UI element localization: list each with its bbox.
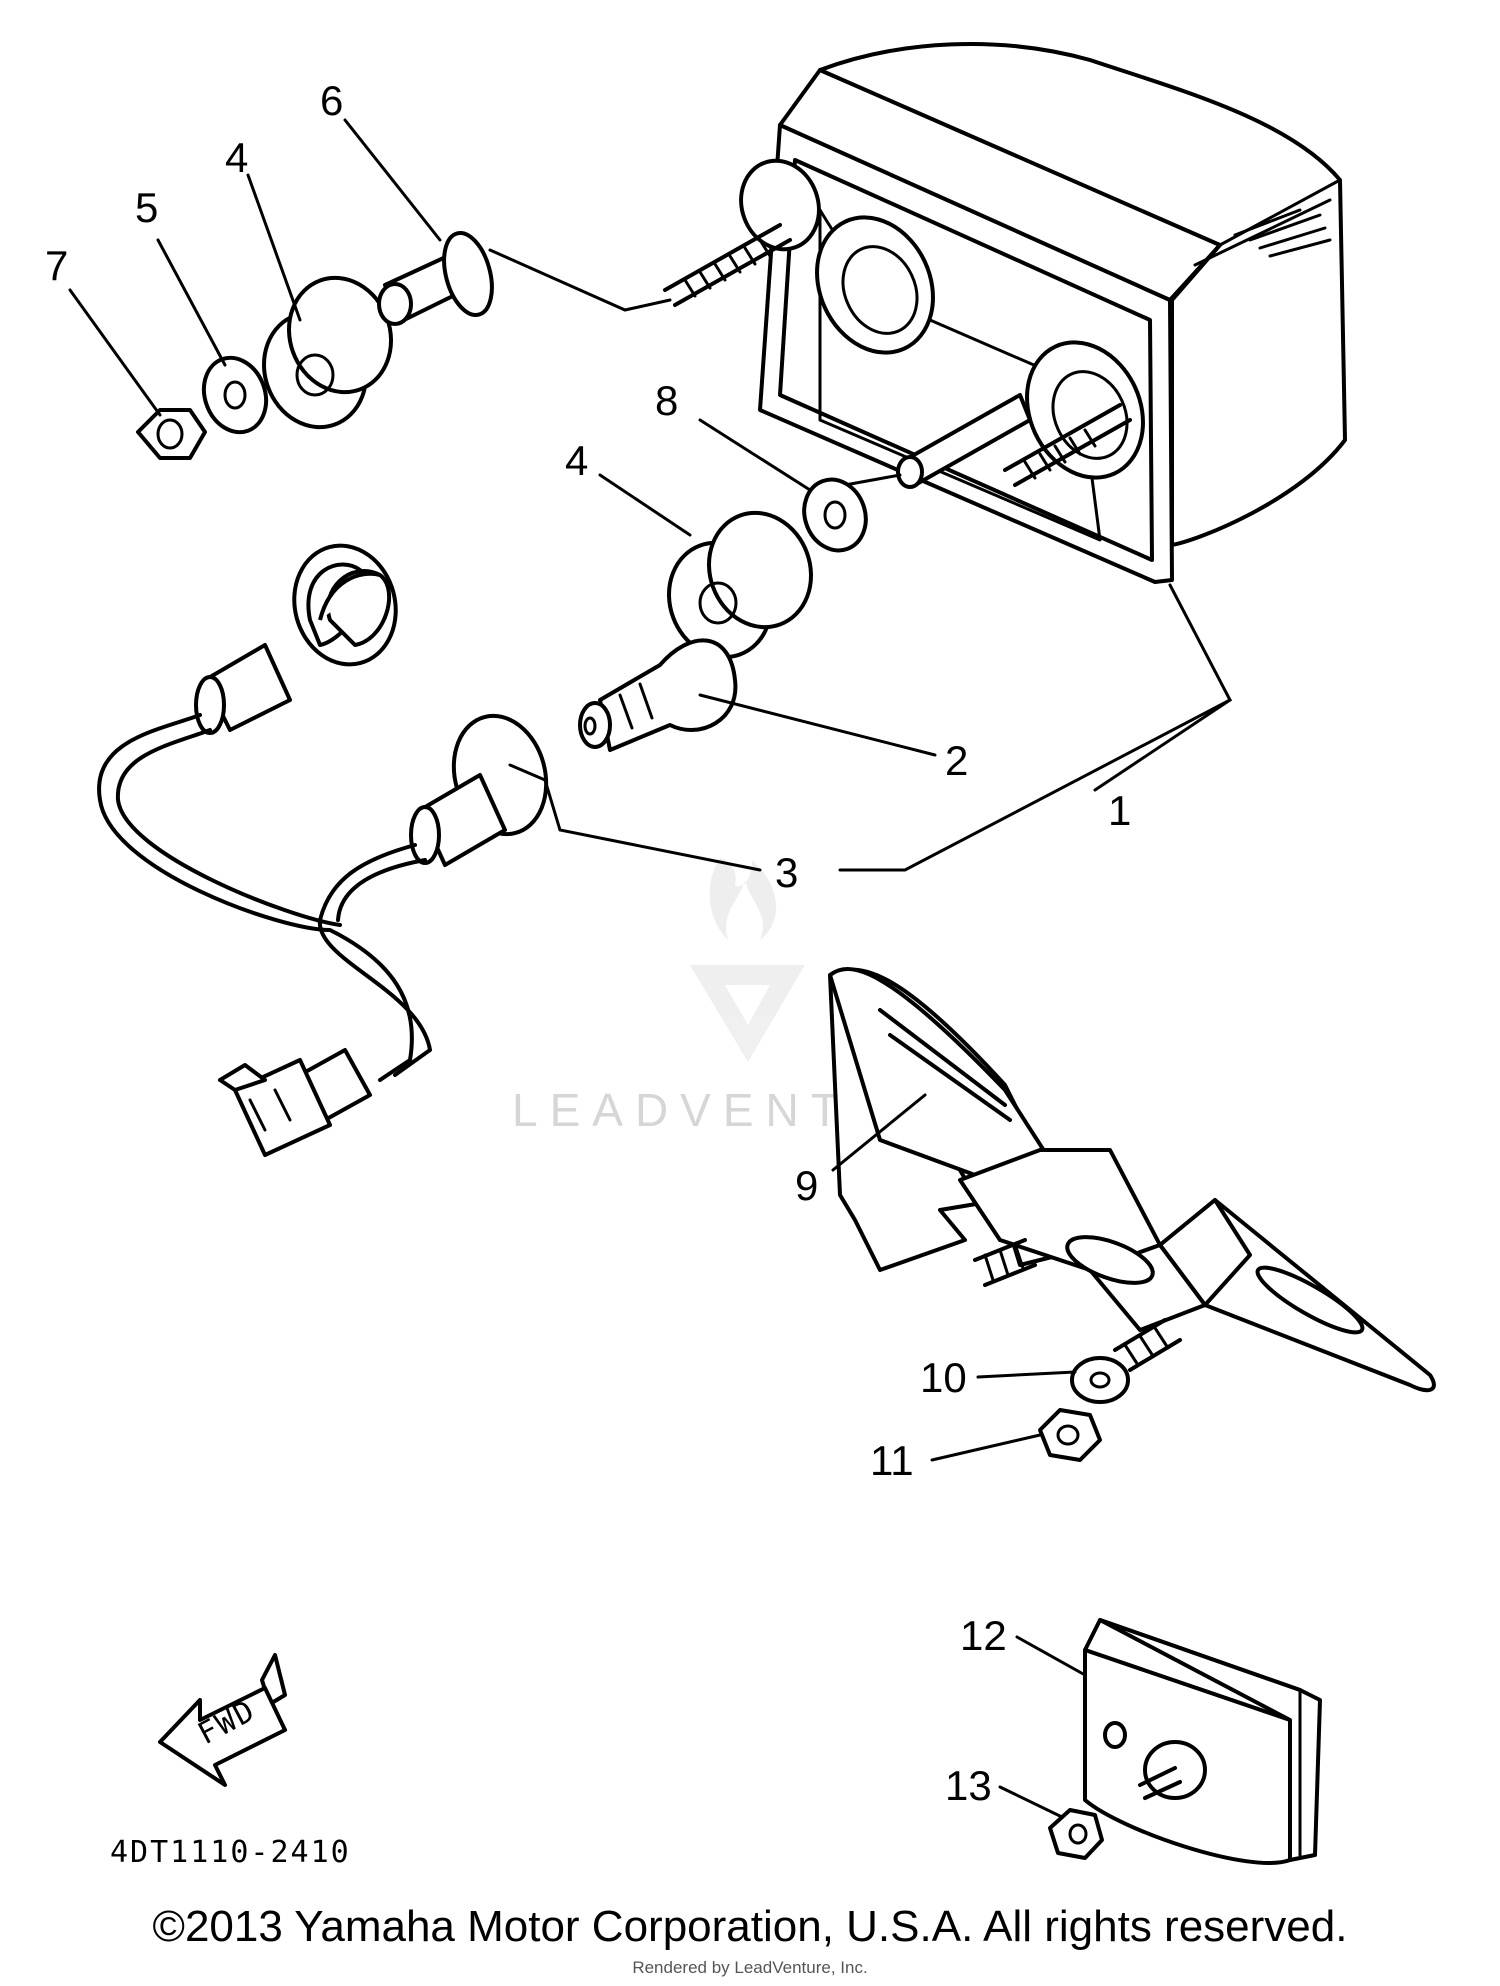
- part-9-bracket: [828, 967, 1436, 1393]
- part-6-collar: [343, 118, 494, 326]
- callout-11: 11: [870, 1437, 914, 1484]
- part-code: 4DT1110-2410: [110, 1835, 351, 1870]
- rendered-by-note: Rendered by LeadVenture, Inc.: [632, 1958, 868, 1977]
- callout-4-upper: 4: [225, 134, 248, 181]
- part-3-socket-harness: [97, 543, 762, 1157]
- part-2-bulb: [578, 638, 937, 757]
- taillight-housing: [663, 42, 1347, 584]
- part-8-washer: [698, 418, 868, 553]
- part-11-nut: [930, 1408, 1102, 1462]
- part-7-nut: [68, 288, 207, 460]
- callout-10: 10: [920, 1354, 967, 1401]
- callout-4-lower: 4: [565, 437, 588, 484]
- callout-7: 7: [45, 242, 68, 289]
- callout-8: 8: [655, 377, 678, 424]
- watermark-logo: [690, 858, 805, 1062]
- callout-6: 6: [320, 77, 343, 124]
- copyright-notice: ©2013 Yamaha Motor Corporation, U.S.A. A…: [152, 1902, 1348, 1951]
- callout-5: 5: [135, 184, 158, 231]
- fwd-arrow-icon: FWD: [158, 1653, 287, 1787]
- callout-3: 3: [775, 849, 798, 896]
- part-12-license-light: [1015, 1618, 1322, 1865]
- part-10-washer: [976, 1356, 1130, 1404]
- callout-12: 12: [960, 1612, 1007, 1659]
- part-4-grommet-upper: [246, 173, 394, 430]
- callout-1: 1: [1108, 787, 1131, 834]
- part-4-grommet-lower: [598, 473, 814, 660]
- part-5-washer: [156, 238, 269, 435]
- part-13-nut: [998, 1785, 1104, 1860]
- callout-2: 2: [945, 737, 968, 784]
- callout-13: 13: [945, 1762, 992, 1809]
- callout-9: 9: [795, 1162, 818, 1209]
